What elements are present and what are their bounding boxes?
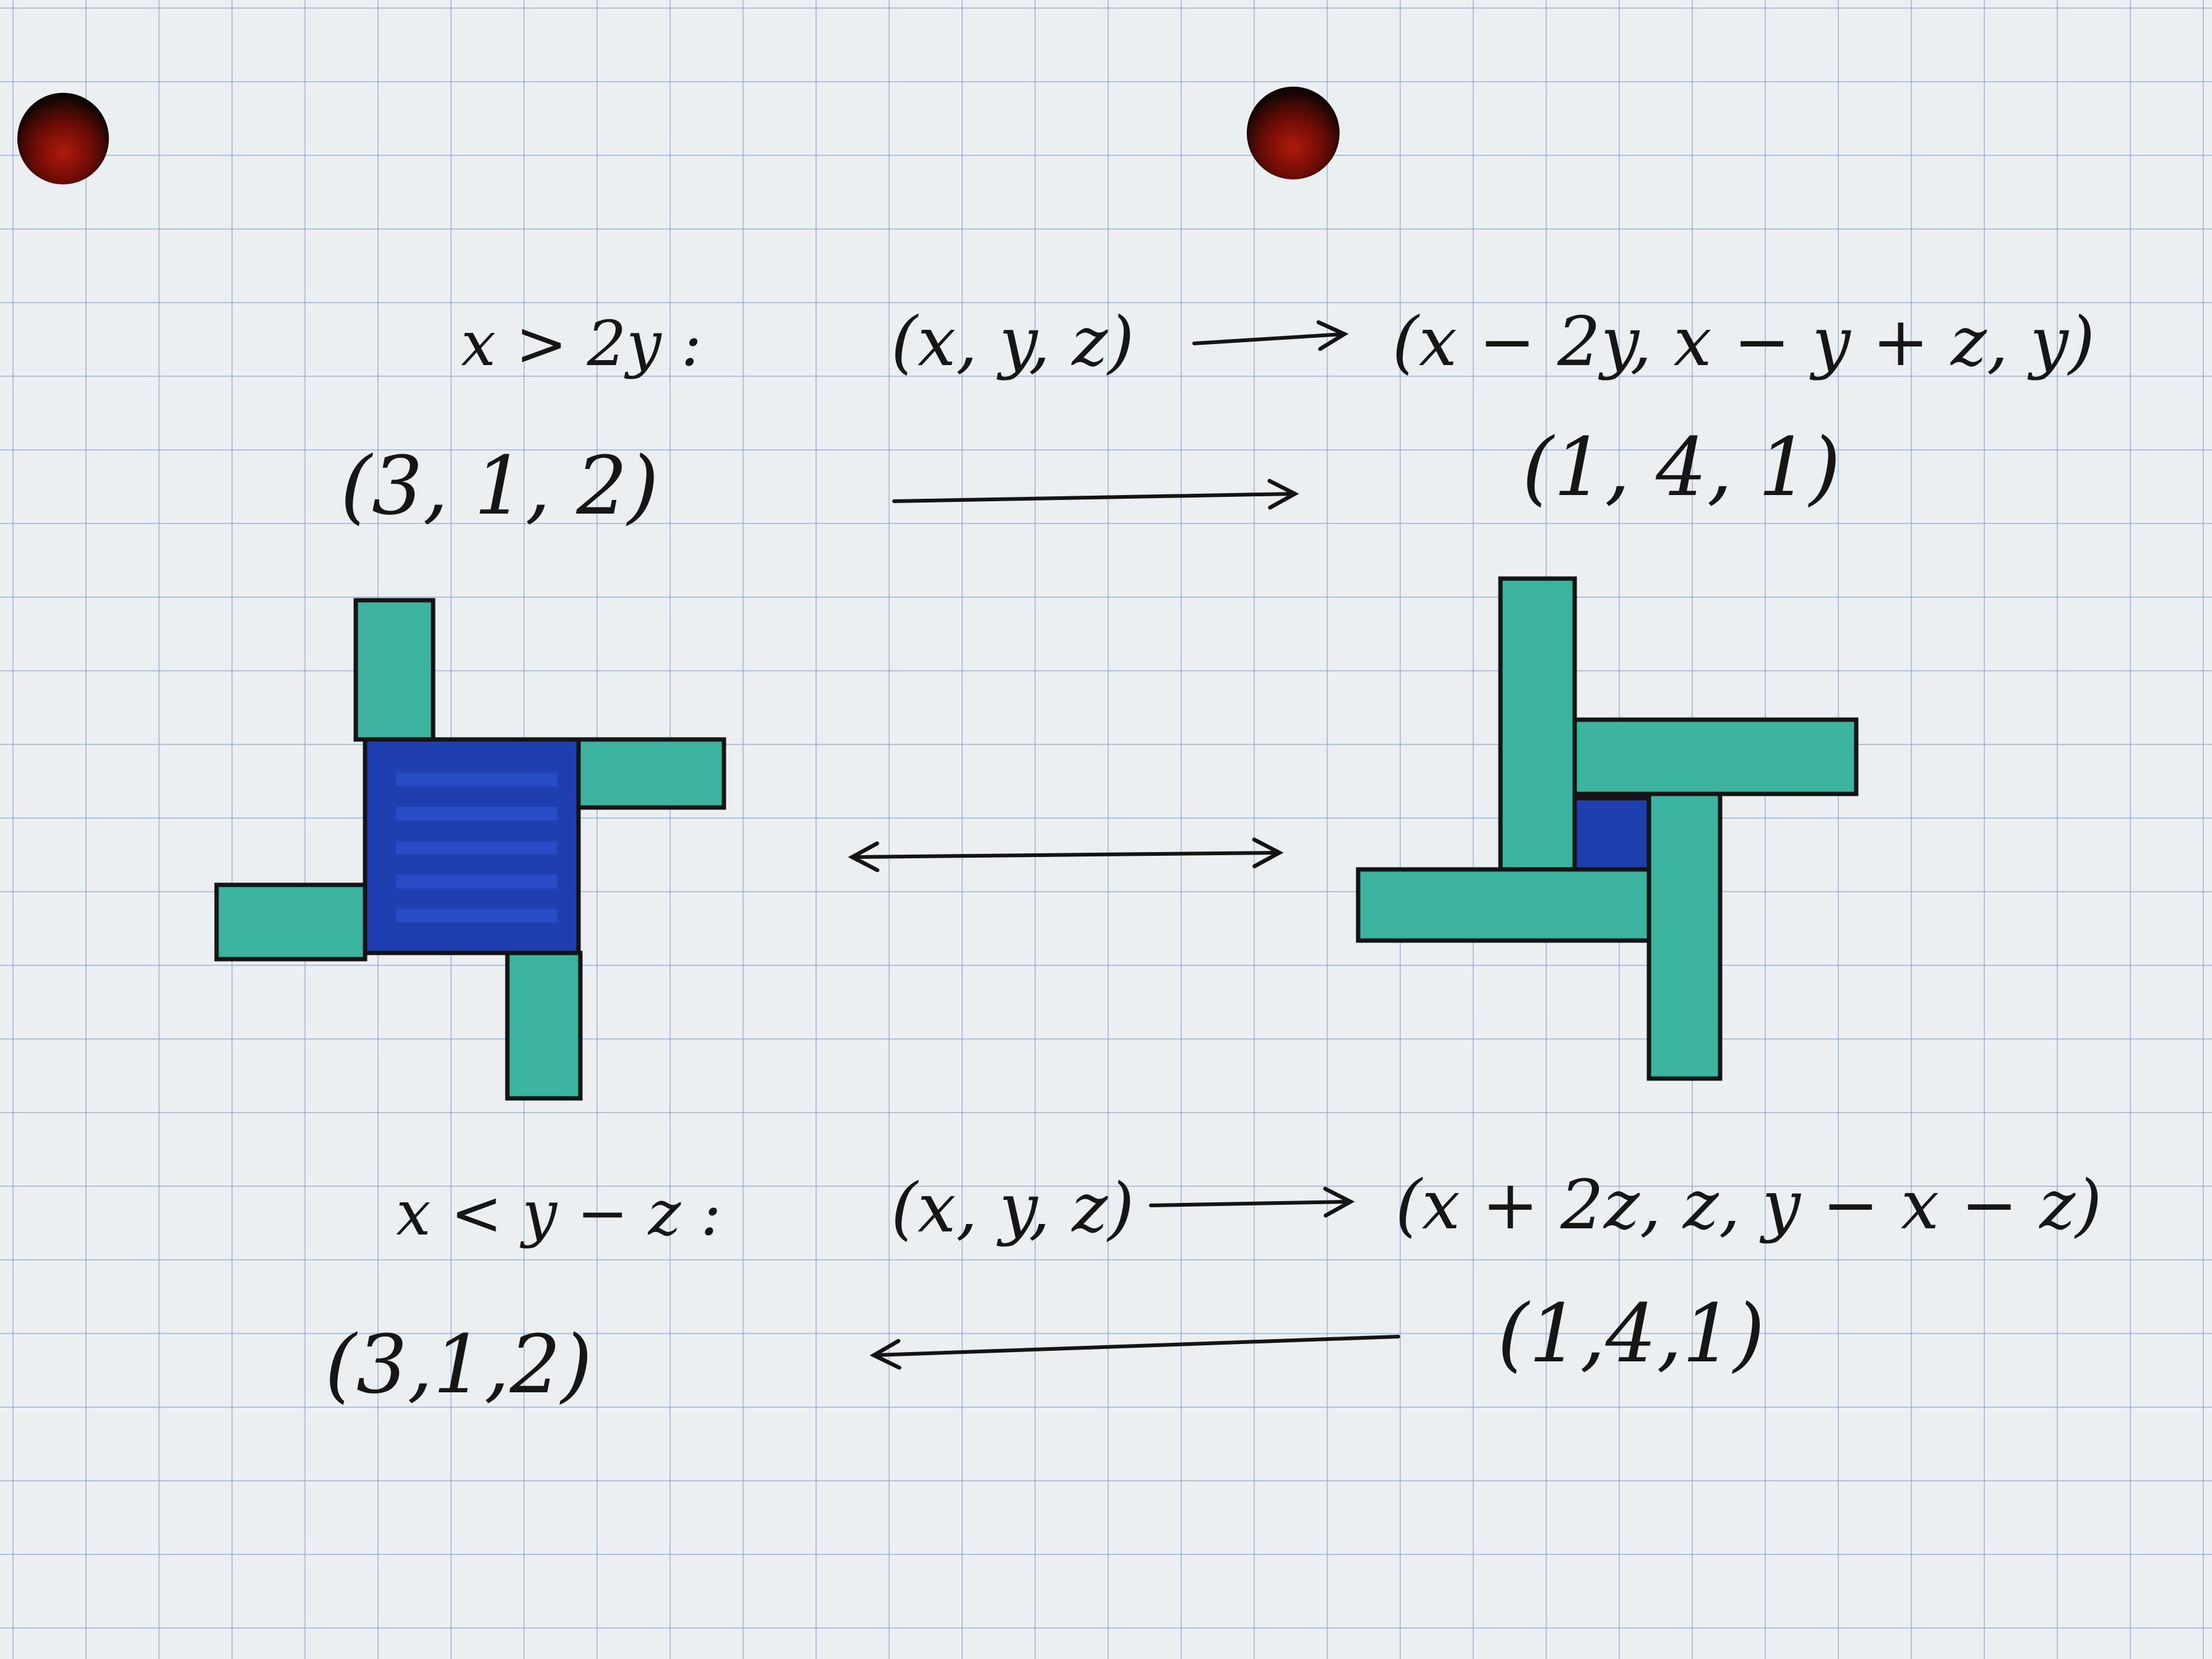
top-example-from: (3, 1, 2) <box>340 439 659 533</box>
bottom-example-from: (3,1,2) <box>325 1317 592 1411</box>
bottom-rule-condition: x < y − z : <box>396 1177 721 1249</box>
bottom-rule-arrow <box>1149 1186 1355 1218</box>
left-square-hatching <box>396 773 557 923</box>
pinwheel-right <box>1356 576 1859 1081</box>
left-bottom-arm <box>505 950 583 1101</box>
left-left-arm <box>214 882 368 962</box>
right-vertical-arm-top <box>1498 576 1577 875</box>
top-rule-arrow <box>1192 320 1349 351</box>
right-horizontal-arm-right <box>1572 717 1859 796</box>
right-horizontal-arm-left <box>1356 867 1651 943</box>
punch-hole-right <box>1247 87 1340 179</box>
bottom-example-to: (1,4,1) <box>1497 1286 1765 1381</box>
top-rule-image: (x − 2y, x − y + z, y) <box>1392 302 2095 381</box>
right-vertical-arm-bottom <box>1646 791 1723 1081</box>
bottom-rule-image: (x + 2z, z, y − x − z) <box>1395 1165 2102 1244</box>
top-example-to: (1, 4, 1) <box>1522 420 1841 514</box>
left-right-arm <box>576 737 726 810</box>
left-top-arm <box>353 598 436 742</box>
top-example-arrow <box>892 478 1299 510</box>
top-rule-domain: (x, y, z) <box>891 302 1134 381</box>
punch-hole-left <box>17 93 109 184</box>
bottom-example-arrow <box>869 1335 1400 1370</box>
top-rule-condition: x > 2y : <box>461 308 702 380</box>
bidirectional-arrow <box>848 837 1284 873</box>
pinwheel-left <box>214 598 726 1101</box>
bottom-rule-domain: (x, y, z) <box>891 1168 1134 1247</box>
